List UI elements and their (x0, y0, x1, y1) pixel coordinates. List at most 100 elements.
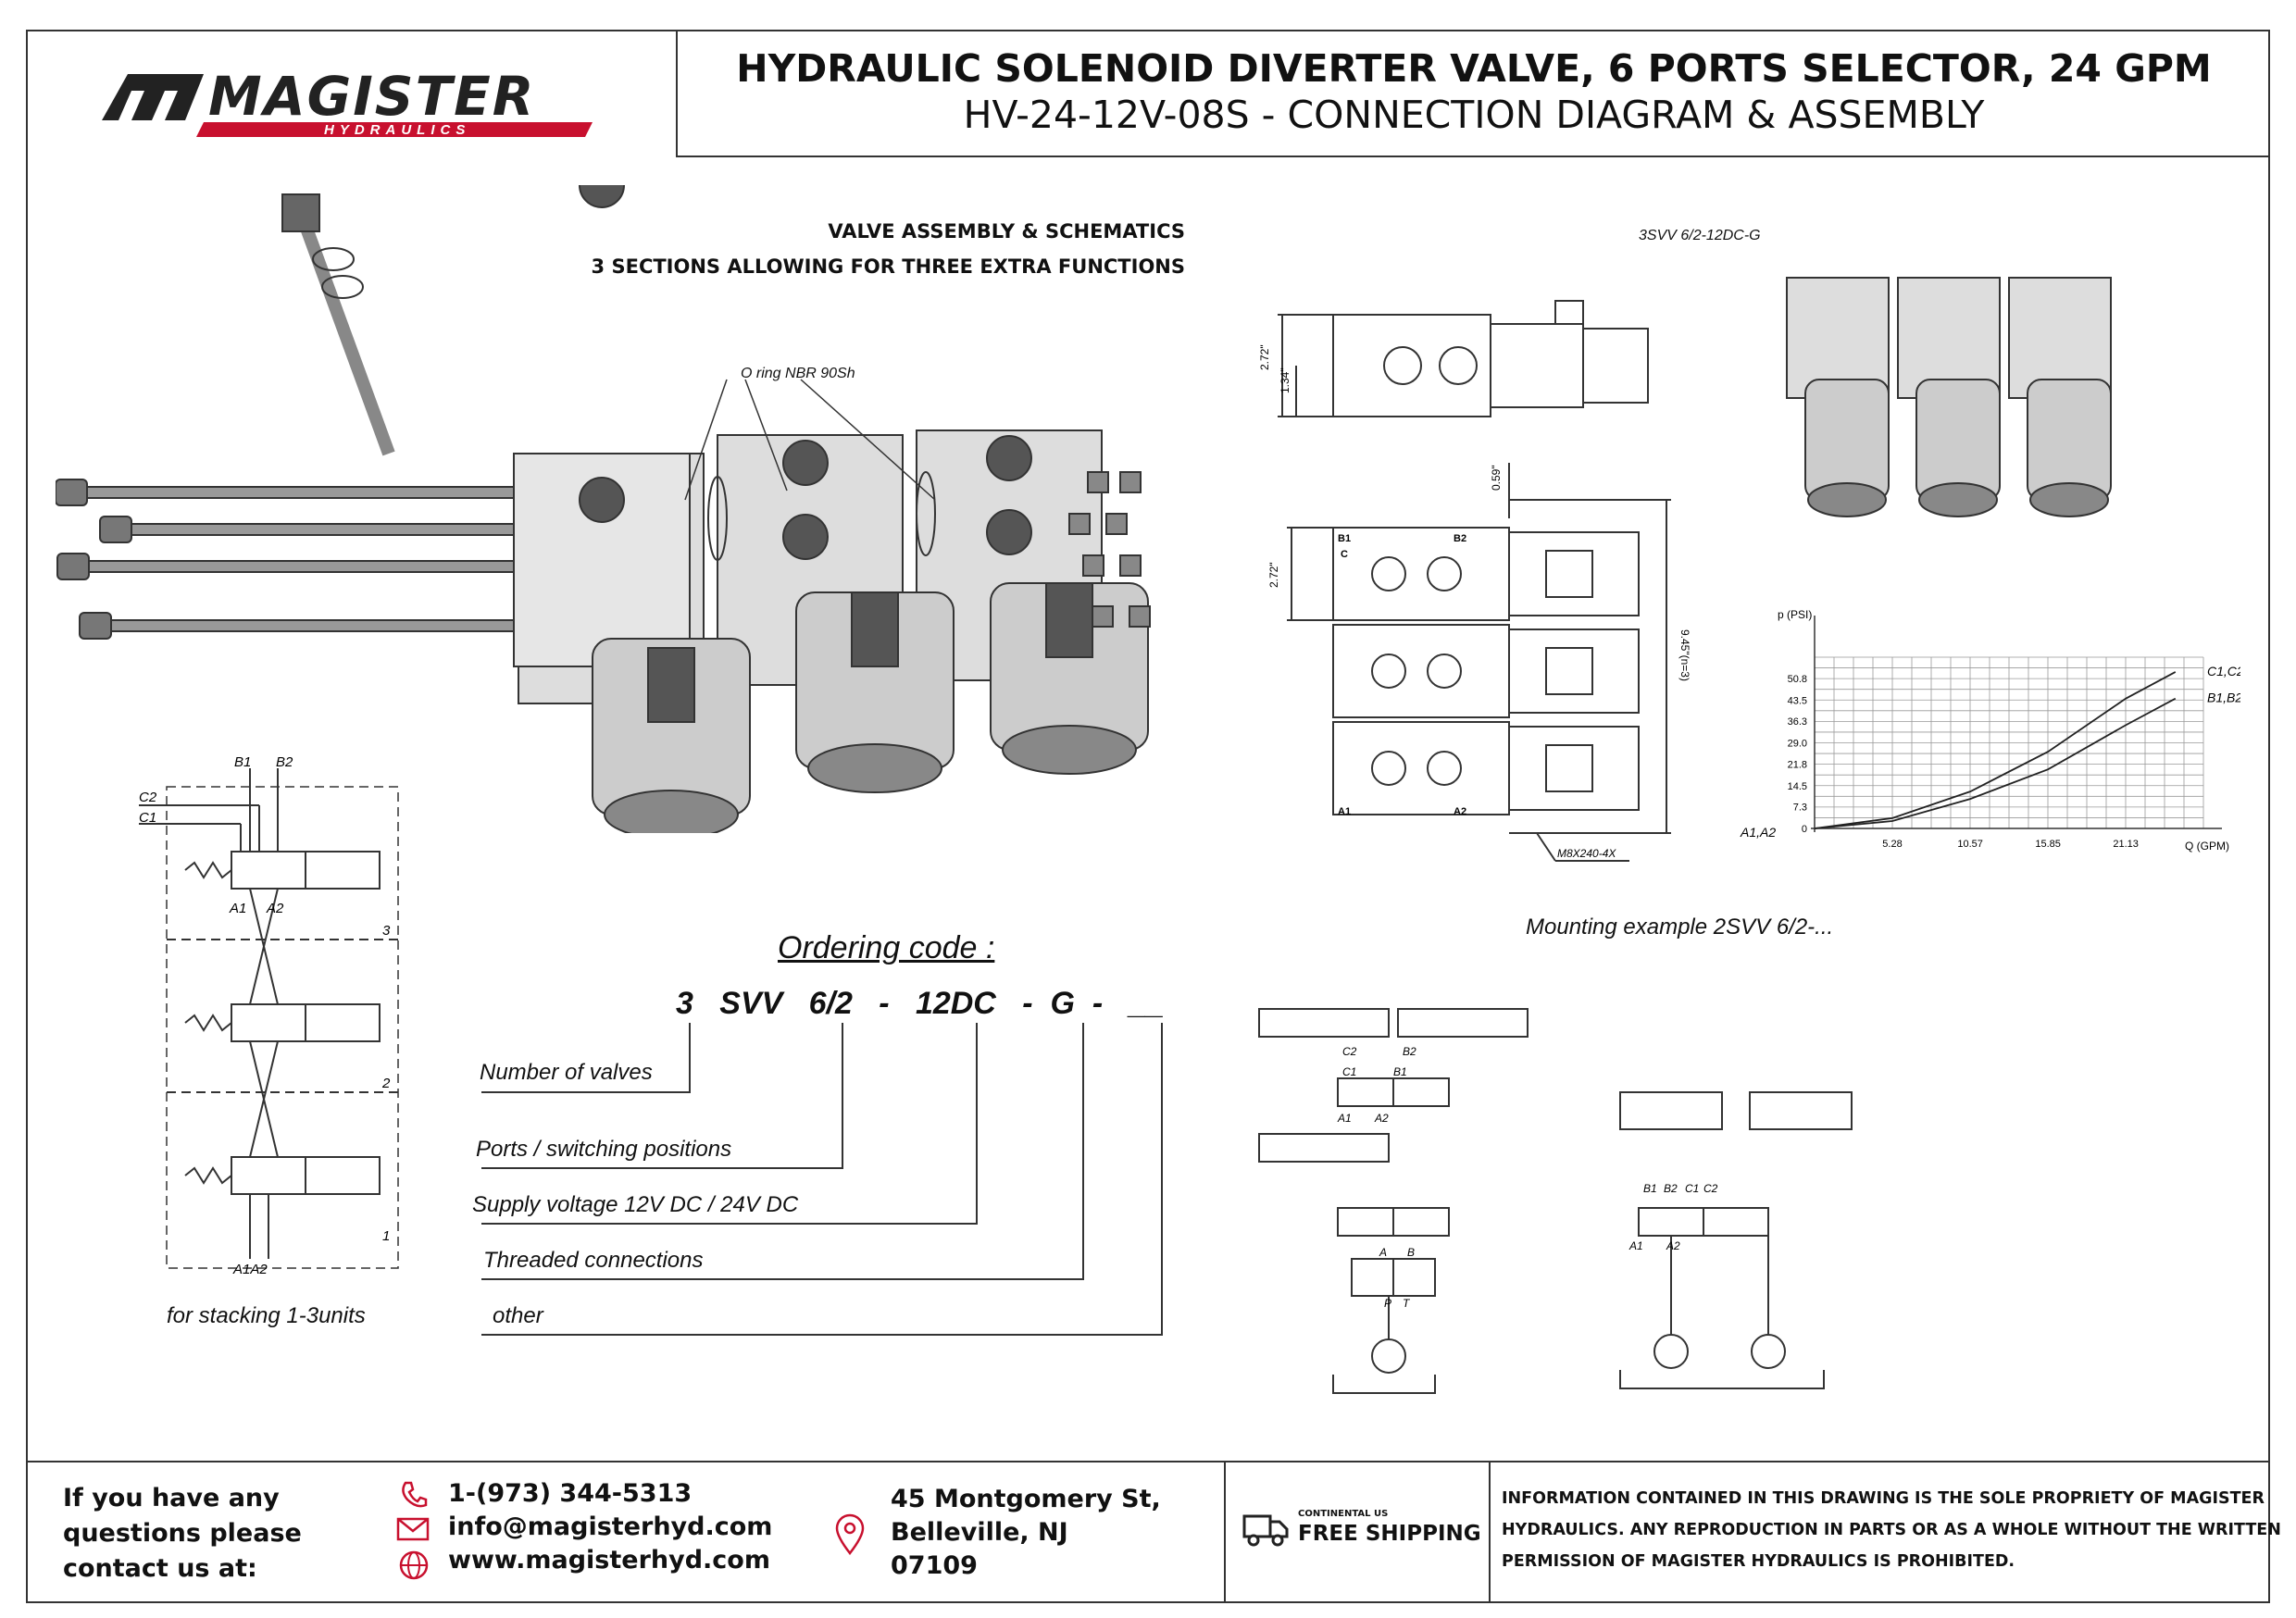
dim-134: 1.34" (1279, 367, 1292, 393)
pressure-flow-chart: p (PSI) Q (GPM) A1,A2 07.314.521.829.036… (1740, 608, 2240, 853)
code-series: SVV (719, 986, 783, 1021)
dim-272-top: 2.72" (1259, 344, 1271, 370)
dim-059: 0.59" (1490, 465, 1503, 491)
stacked-valve-illustration (1786, 277, 2112, 517)
code-count: 3 (676, 986, 693, 1021)
mount2-a2: A2 (1666, 1239, 1680, 1252)
header-bottom-line (676, 156, 2270, 157)
code-thread: G (1050, 986, 1075, 1021)
logo-subtext: HYDRAULICS (324, 122, 470, 137)
mount-c1: C1 (1342, 1065, 1356, 1078)
stack-section-2: 2 (381, 1076, 391, 1091)
truck-icon (1242, 1514, 1289, 1547)
mount-a2: A2 (1374, 1112, 1389, 1125)
address-line-3: 07109 (891, 1551, 978, 1580)
port-c: C (1341, 549, 1348, 560)
contact-prompt-line-3: contact us at: (63, 1554, 257, 1583)
stack-c1: C1 (139, 810, 156, 826)
chart-x-tick: 21.13 (2113, 839, 2139, 850)
chart-series-label: B1,B2 (2207, 691, 2240, 705)
email-icon (396, 1517, 430, 1541)
magister-logo: MAGISTER HYDRAULICS (93, 63, 611, 142)
dim-272-mid: 2.72" (1267, 562, 1280, 588)
footer-divider-2 (1489, 1462, 1491, 1601)
ordering-item-voltage: Supply voltage 12V DC / 24V DC (472, 1192, 799, 1217)
ordering-title: Ordering code : (778, 930, 995, 965)
port-a2: A2 (1454, 806, 1466, 817)
mount2-c2: C2 (1703, 1182, 1718, 1195)
chart-x-tick: 5.28 (1882, 839, 1902, 850)
chart-ylabel: p (PSI) (1778, 608, 1812, 621)
chart-y-tick: 0 (1802, 824, 1807, 835)
email-link[interactable]: info@magisterhyd.com (448, 1512, 773, 1541)
chart-y-tick: 7.3 (1793, 803, 1807, 814)
chart-x-tick: 15.85 (2035, 839, 2061, 850)
exploded-assembly-illustration (56, 185, 1151, 833)
code-other: __ (1129, 986, 1165, 1021)
chart-x-tick: 10.57 (1957, 839, 1983, 850)
contact-prompt: If you have any questions please contact… (63, 1481, 302, 1587)
code-voltage: 12DC (915, 986, 996, 1021)
port-b1: B1 (1338, 533, 1351, 544)
mount-b: B (1407, 1246, 1415, 1259)
legal-notice-line-3: PERMISSION OF MAGISTER HYDRAULICS IS PRO… (1502, 1552, 2015, 1571)
bolt-label: M8X240-4X (1557, 847, 1616, 860)
phone-link[interactable]: 1-(973) 344-5313 (448, 1479, 693, 1508)
legal-notice: INFORMATION CONTAINED IN THIS DRAWING IS… (1502, 1483, 2281, 1577)
website-link[interactable]: www.magisterhyd.com (448, 1546, 770, 1574)
dimension-drawing: 2.72" 1.34" 0.59" 2.72" 9.45"(n=3) M8X24… (1259, 300, 1691, 862)
globe-icon (399, 1550, 429, 1580)
chart-origin-label: A1,A2 (1740, 825, 1776, 840)
legal-notice-line-2: HYDRAULICS. ANY REPRODUCTION IN PARTS OR… (1502, 1521, 2281, 1539)
ordering-item-ports: Ports / switching positions (476, 1137, 732, 1162)
stack-section-3: 3 (382, 923, 391, 939)
chart-y-tick: 50.8 (1788, 674, 1807, 685)
oring-label: O ring NBR 90Sh (741, 366, 855, 381)
chart-y-tick: 36.3 (1788, 716, 1807, 728)
mount-a1: A1 (1337, 1112, 1352, 1125)
ordering-item-other: other (493, 1303, 543, 1328)
address: 45 Montgomery St, Belleville, NJ 07109 (891, 1483, 1161, 1583)
logo-text: MAGISTER (208, 65, 535, 128)
drawing-frame (26, 30, 2270, 1603)
location-pin-icon (835, 1513, 865, 1555)
code-sep-3: - (1092, 986, 1104, 1021)
code-sep-1: - (879, 986, 890, 1021)
contact-prompt-line-1: If you have any (63, 1484, 280, 1512)
mount-c2: C2 (1342, 1045, 1357, 1058)
mount2-b2: B2 (1664, 1182, 1678, 1195)
chart-y-tick: 14.5 (1788, 781, 1807, 792)
ordering-item-count: Number of valves (480, 1060, 653, 1085)
chart-y-tick: 21.8 (1788, 759, 1807, 770)
chart-series-label: C1,C2 (2207, 664, 2240, 678)
assembly-heading: VALVE ASSEMBLY & SCHEMATICS (828, 220, 1185, 243)
stack-c2: C2 (139, 790, 157, 805)
chart-y-tick: 29.0 (1788, 739, 1807, 750)
mount-a: A (1379, 1246, 1387, 1259)
stack-schematic: B1 B2 C2 C1 A1 A2 3 2 1 A1A2 (139, 754, 399, 1277)
dim-945: 9.45"(n=3) (1678, 629, 1691, 681)
free-shipping: FREE SHIPPING (1298, 1522, 1481, 1546)
ordering-code: 3 SVV 6/2 - 12DC - G - __ (676, 986, 1164, 1022)
stack-b1: B1 (234, 754, 251, 770)
stack-a2: A2 (266, 901, 284, 916)
stack-a1: A1 (229, 901, 246, 916)
mounting-caption: Mounting example 2SVV 6/2-... (1526, 915, 1834, 940)
model-label: 3SVV 6/2-12DC-G (1639, 228, 1761, 243)
mount-b1: B1 (1393, 1065, 1407, 1078)
mount2-c1: C1 (1685, 1182, 1699, 1195)
ordering-item-thread: Threaded connections (483, 1248, 704, 1273)
phone-icon (402, 1481, 428, 1508)
chart-series-line (1814, 671, 2177, 829)
address-line-1: 45 Montgomery St, (891, 1485, 1161, 1513)
page-title: HYDRAULIC SOLENOID DIVERTER VALVE, 6 POR… (736, 46, 2212, 91)
mount-p: P (1384, 1297, 1391, 1310)
contact-prompt-line-2: questions please (63, 1519, 302, 1548)
header-divider (676, 30, 678, 157)
ordering-leader-lines (481, 1023, 1163, 1336)
footer-divider-1 (1224, 1462, 1226, 1601)
port-a1: A1 (1338, 806, 1351, 817)
stack-a1a2: A1A2 (232, 1262, 268, 1277)
page-subtitle: HV-24-12V-08S - CONNECTION DIAGRAM & ASS… (963, 93, 1985, 137)
mounting-schematic: C2 B2 C1 B1 A1 A2 A B P T B1 B2 C1 C2 A1… (1258, 1008, 1853, 1394)
